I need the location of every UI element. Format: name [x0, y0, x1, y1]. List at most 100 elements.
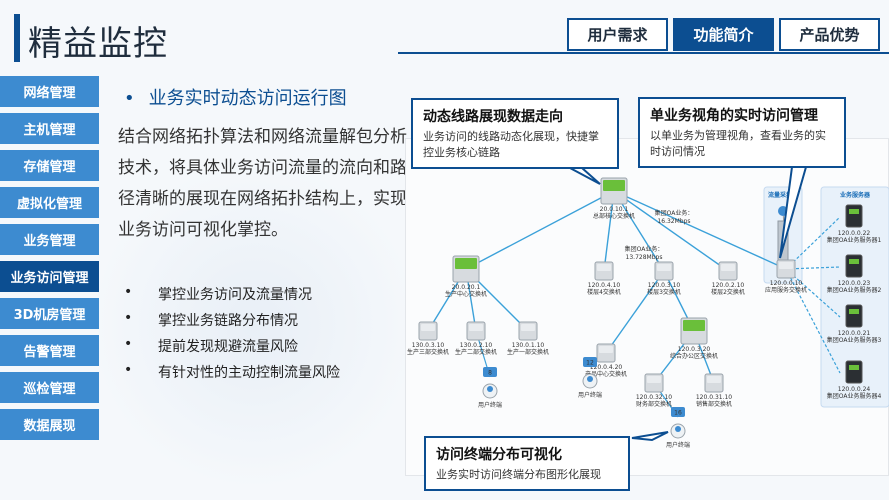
list-item: • 掌控业务链路分布情况: [124, 310, 340, 336]
callout-desc: 业务实时访问终端分布图形化展现: [436, 468, 601, 481]
switch-icon: [597, 264, 611, 271]
node-label: 总部核心交换机: [593, 212, 635, 220]
terminal-badge-text: 8: [488, 370, 492, 377]
switch-icon: [469, 324, 483, 331]
node-label: 生产三部交换机: [407, 348, 449, 356]
node-ip: 120.0.0.10: [770, 280, 803, 287]
sidebar-item-business[interactable]: 业务管理: [0, 224, 99, 255]
background-decoration: [90, 160, 420, 490]
user-icon: [487, 386, 493, 392]
terminal-label: 用户终端: [666, 441, 690, 449]
flow-label: 13.728Mbps: [626, 254, 663, 261]
bullet-dot: •: [124, 336, 133, 352]
section-headline: • 业务实时动态访问运行图: [124, 84, 347, 110]
terminal-badge: [671, 407, 685, 417]
server-label: 集团OA业务服务器2: [827, 286, 882, 294]
switch-icon: [721, 264, 735, 271]
node-label: 楼层3交换机: [647, 288, 681, 296]
node-ip: 120.0.4.20: [590, 364, 623, 371]
node-ip: 130.0.1.10: [512, 342, 545, 349]
bullet-text: 有针对性的主动控制流量风险: [158, 365, 340, 381]
callout-title: 单业务视角的实时访问管理: [650, 108, 818, 124]
switch-icon: [455, 258, 477, 269]
headline-bullet: •: [124, 88, 135, 109]
sidebar-item-virtualization[interactable]: 虚拟化管理: [0, 187, 99, 218]
bullet-dot: •: [124, 284, 133, 300]
server-link: [785, 268, 841, 374]
node-ip: 120.0.32.10: [636, 394, 672, 401]
switch-icon: [779, 262, 793, 269]
sidebar-item-alarm[interactable]: 告警管理: [0, 335, 99, 366]
node-ip: 130.0.2.10: [460, 342, 493, 349]
switch-icon: [657, 264, 671, 271]
callout-title: 动态线路展现数据走向: [423, 109, 563, 125]
server-ip: 120.0.0.23: [838, 280, 871, 287]
network-link: [613, 190, 787, 270]
server-icon: [845, 360, 863, 384]
user-icon: [587, 376, 593, 382]
terminal-badge-text: 16: [674, 410, 682, 417]
node-ip: 20.0.20.1: [452, 284, 481, 291]
bullet-text: 掌控业务访问及流量情况: [158, 287, 312, 303]
zone-title: 流量采集器: [768, 191, 799, 199]
section-description: 结合网络拓扑算法和网络流量解包分析技术，将具体业务访问流量的流向和路径清晰的展现…: [118, 127, 407, 240]
terminal-badge: [583, 357, 597, 367]
user-icon: [675, 426, 681, 432]
node-label: 产品中心交换机: [585, 370, 627, 378]
bullet-text: 掌控业务链路分布情况: [158, 313, 298, 329]
switch-icon: [603, 180, 625, 191]
server-indicator: [849, 259, 859, 264]
bullet-dot: •: [124, 362, 133, 378]
page-title: 精益监控: [28, 24, 168, 64]
network-link: [465, 190, 615, 270]
flow-label: 集团OA业务：: [625, 245, 664, 253]
callout-title: 访问终端分布可视化: [436, 447, 562, 463]
callout-desc: 业务访问的线路动态化展现，快捷掌控业务核心链路: [423, 130, 599, 159]
server-label: 集团OA业务服务器4: [827, 392, 882, 400]
node-label: 生产二部交换机: [455, 348, 497, 356]
server-icon: [845, 254, 863, 278]
bullet-text: 提前发现规避流量风险: [158, 339, 298, 355]
node-label: 应用服务交换机: [765, 286, 807, 294]
tab-product-advantages[interactable]: 产品优势: [779, 18, 880, 51]
node-label: 综合办公区交换机: [670, 352, 718, 360]
sidebar-item-business-access[interactable]: 业务访问管理: [0, 261, 99, 292]
switch-icon: [421, 324, 435, 331]
tab-user-needs[interactable]: 用户需求: [567, 18, 668, 51]
collector-box: [777, 220, 789, 262]
node-label: 生产中心交换机: [445, 290, 487, 298]
sidebar-item-network[interactable]: 网络管理: [0, 76, 99, 107]
sidebar-item-3d-room[interactable]: 3D机房管理: [0, 298, 99, 329]
node-ip: 120.0.31.10: [696, 394, 732, 401]
tab-feature-intro[interactable]: 功能简介: [673, 18, 774, 51]
node-ip: 120.0.4.10: [588, 282, 621, 289]
sidebar: 网络管理 主机管理 存储管理 虚拟化管理 业务管理 业务访问管理 3D机房管理 …: [0, 76, 99, 446]
bullet-dot: •: [124, 310, 133, 326]
switch-icon: [647, 376, 661, 383]
server-icon: [845, 204, 863, 228]
node-label: 销售部交换机: [696, 400, 732, 408]
server-label: 集团OA业务服务器3: [827, 336, 882, 344]
sidebar-item-data-display[interactable]: 数据展现: [0, 409, 99, 440]
server-indicator: [849, 365, 859, 370]
flow-label: 集团OA业务：: [655, 209, 694, 217]
server-label: 集团OA业务服务器1: [827, 236, 882, 244]
collector-icon: [778, 206, 788, 216]
server-ip: 120.0.0.22: [838, 230, 871, 237]
headline-text: 业务实时动态访问运行图: [148, 88, 347, 109]
node-ip: 120.0.2.10: [712, 282, 745, 289]
sidebar-item-inspection[interactable]: 巡检管理: [0, 372, 99, 403]
terminal-label: 用户终端: [578, 391, 602, 399]
sidebar-item-host[interactable]: 主机管理: [0, 113, 99, 144]
server-link: [785, 266, 841, 270]
feature-bullets: • 掌控业务访问及流量情况 • 掌控业务链路分布情况 • 提前发现规避流量风险 • 有针…: [124, 284, 340, 388]
list-item: • 有针对性的主动控制流量风险: [124, 362, 340, 388]
sidebar-item-storage[interactable]: 存储管理: [0, 150, 99, 181]
server-ip: 120.0.0.24: [838, 386, 871, 393]
callout-terminal-distribution: 访问终端分布可视化 业务实时访问终端分布图形化展现: [424, 436, 630, 491]
switch-icon: [683, 320, 705, 331]
node-label: 生产一部交换机: [507, 348, 549, 356]
server-zone: [820, 186, 889, 408]
title-accent-bar: [14, 14, 20, 62]
